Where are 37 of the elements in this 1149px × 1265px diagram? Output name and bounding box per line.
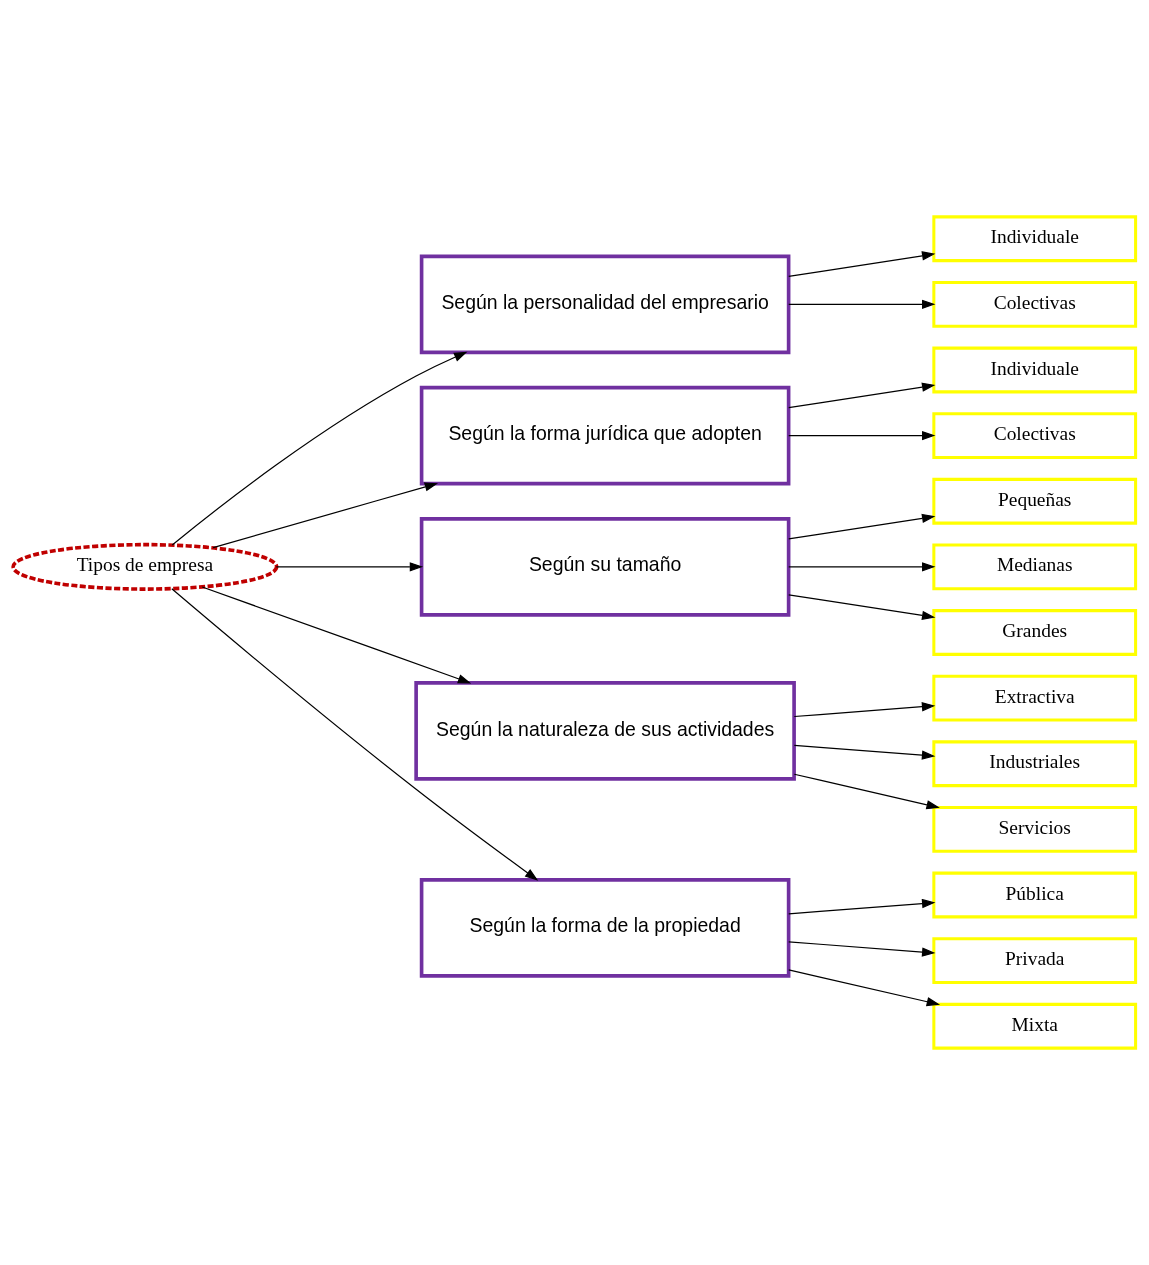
node-box: Según la forma jurídica que adopten (419, 385, 791, 486)
arrow (793, 773, 940, 810)
arrow (171, 351, 468, 546)
arrow (171, 588, 539, 881)
node-box: Pequeñas (932, 477, 1138, 525)
node-box: Según su tamaño (419, 517, 791, 617)
arrow (788, 941, 936, 957)
arrow (788, 513, 936, 540)
arrow (788, 969, 941, 1007)
arrow (788, 562, 936, 572)
arrow (788, 430, 936, 441)
node-box: Privada (932, 937, 1138, 985)
arrow (788, 382, 936, 409)
arrow (788, 251, 936, 277)
node-box: Según la personalidad del empresario (419, 254, 791, 355)
node-box: Medianas (932, 543, 1138, 591)
arrow (212, 482, 439, 549)
node-box: Pública (932, 871, 1138, 919)
node-box: Individuale (932, 215, 1138, 263)
node-box: Servicios (932, 806, 1138, 853)
arrow (788, 594, 936, 621)
node-box: Industriales (932, 740, 1138, 788)
arrow (201, 586, 472, 684)
arrow (793, 702, 936, 718)
arrow (275, 562, 424, 572)
node-ellipse: Tipos de empresa (11, 542, 279, 591)
arrow (793, 744, 936, 760)
node-box: Extractiva (932, 674, 1138, 722)
arrow (788, 898, 936, 915)
node-box: Grandes (932, 609, 1138, 656)
node-box: Colectivas (932, 412, 1138, 459)
node-box: Según la naturaleza de sus actividades (414, 681, 796, 781)
arrow (788, 299, 936, 310)
node-box: Individuale (932, 346, 1138, 394)
node-box: Según la forma de la propiedad (419, 878, 791, 978)
node-box: Colectivas (932, 280, 1138, 328)
node-box: Mixta (932, 1002, 1138, 1050)
